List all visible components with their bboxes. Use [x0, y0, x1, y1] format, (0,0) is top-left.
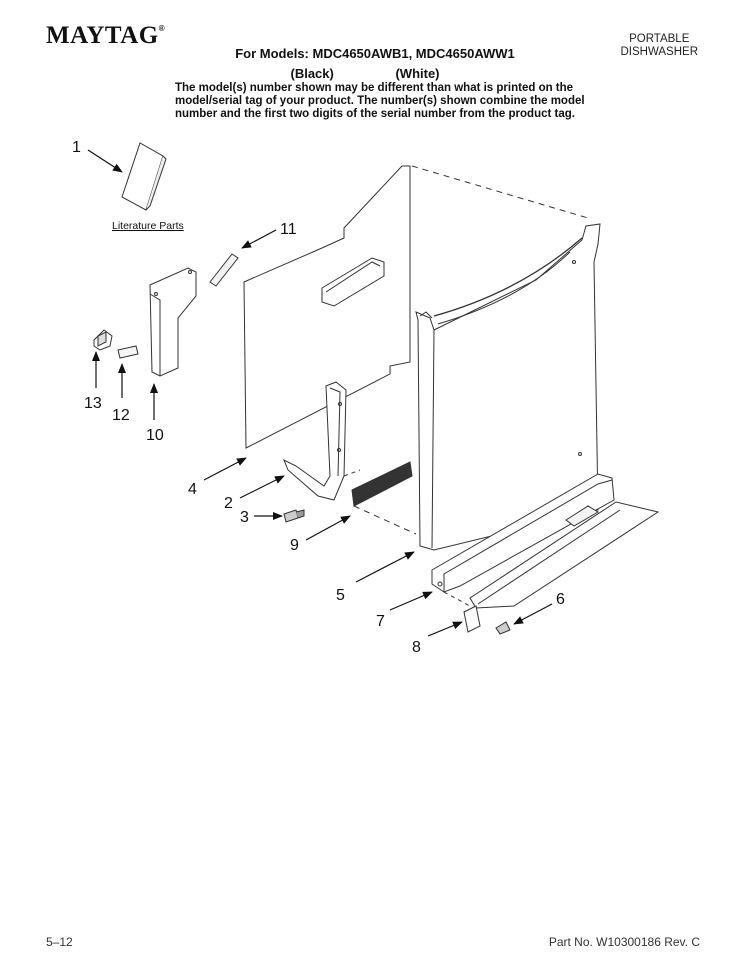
screw-upper	[283, 509, 305, 523]
callout-4: 4	[188, 481, 197, 498]
callout-10: 10	[146, 427, 164, 444]
callout-13: 13	[84, 395, 102, 412]
note-line-3: number and the first two digits of the s…	[175, 108, 575, 120]
arrow-callout-9	[305, 515, 351, 541]
note-line-2: model/serial tag of your product. The nu…	[175, 95, 585, 107]
arrow-callout-11	[241, 229, 277, 249]
side-bracket	[149, 267, 197, 377]
model-numbers: For Models: MDC4650AWB1, MDC4650AWW1	[235, 46, 515, 61]
callout-5: 5	[336, 587, 345, 604]
callout-6: 6	[556, 591, 565, 608]
trademark-symbol: ®	[158, 24, 166, 33]
toe-kick-panel	[431, 473, 615, 593]
callout-3: 3	[240, 509, 249, 526]
arrow-callout-2	[239, 475, 285, 499]
product-line-1: PORTABLE	[629, 33, 690, 45]
small-bracket	[463, 605, 481, 633]
arrow-callout-4	[203, 457, 247, 481]
variant-white: (White)	[395, 66, 440, 81]
note-line-1: The model(s) number shown may be differe…	[175, 82, 574, 94]
callout-7: 7	[376, 613, 385, 630]
insulation-strip	[351, 461, 413, 507]
model-variants: (Black) (White)	[0, 66, 750, 81]
variant-black: (Black)	[290, 66, 334, 81]
callout-12: 12	[112, 407, 130, 424]
assembly-line-top	[411, 165, 589, 219]
arrow-callout-6	[513, 603, 553, 625]
arrow-callout-5	[355, 551, 415, 583]
small-pad	[117, 345, 139, 359]
assembly-line-bracket	[343, 469, 361, 477]
arrow-callout-8	[427, 621, 463, 637]
arrow-callout-7	[389, 591, 433, 611]
callout-11: 11	[280, 221, 297, 238]
brand-name: MAYTAG	[46, 22, 159, 49]
brand-logo: MAYTAG®	[46, 22, 165, 50]
callout-2: 2	[224, 495, 233, 512]
assembly-line-mid	[353, 505, 417, 535]
callout-9: 9	[290, 537, 299, 554]
arrow-callout-1	[87, 149, 123, 173]
callout-8: 8	[412, 639, 421, 656]
part-number: Part No. W10300186 Rev. C	[548, 935, 700, 949]
foam-strip	[209, 253, 239, 287]
assembly-line-base	[443, 591, 471, 607]
mounting-bracket	[283, 381, 347, 501]
callout-1: 1	[72, 139, 81, 156]
model-note: The model(s) number shown may be differe…	[175, 82, 595, 121]
latch-clip	[93, 329, 113, 351]
literature-parts-label: Literature Parts	[112, 220, 184, 232]
product-line-2: DISHWASHER	[620, 46, 698, 58]
outer-cabinet	[415, 223, 601, 551]
page-number: 5–12	[46, 935, 73, 949]
product-type: PORTABLE DISHWASHER	[620, 33, 698, 59]
literature-booklet	[121, 142, 167, 211]
screw-lower	[495, 621, 511, 635]
